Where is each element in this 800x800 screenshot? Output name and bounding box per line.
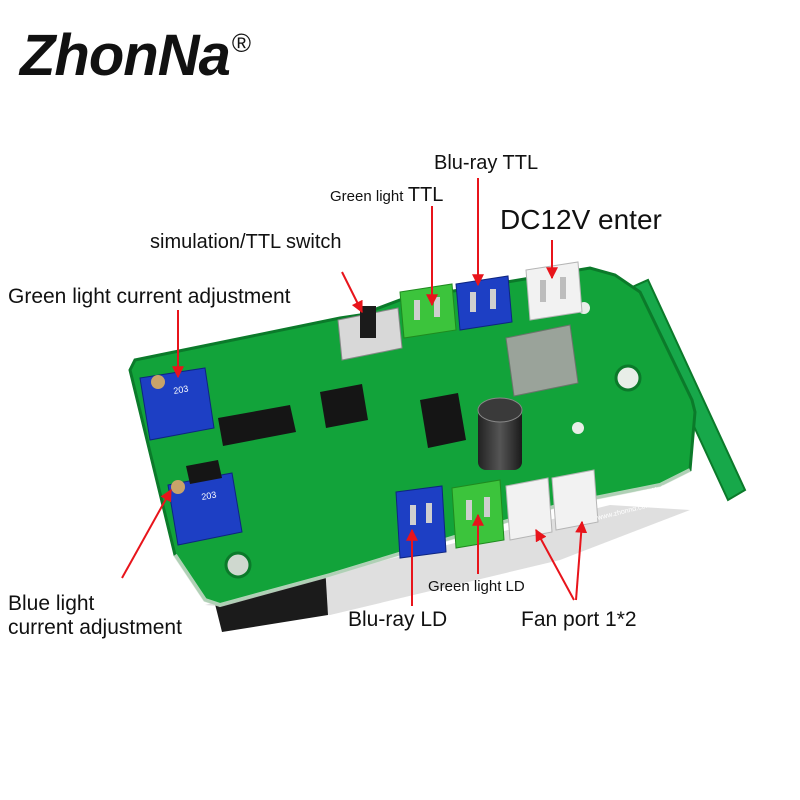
heatsink-pad <box>505 324 579 397</box>
ic-u14 <box>218 405 296 446</box>
blue-current-pot <box>167 472 243 546</box>
pot-code-bottom: 203 <box>201 490 218 502</box>
electrolytic-capacitor <box>477 397 523 470</box>
label-dc12v: DC12V enter <box>500 204 662 235</box>
brand-name: ZhonNa <box>20 23 231 88</box>
mount-hole <box>572 422 584 434</box>
pcb-edge <box>173 468 691 608</box>
fan-port-2 <box>551 469 599 531</box>
green-current-pot <box>139 367 215 441</box>
ic-u17 <box>320 384 368 428</box>
label-green-ttl-big: TTL <box>407 184 444 206</box>
label-fan-port: Fan port 1*2 <box>521 608 637 631</box>
pot-code-top: 203 <box>173 384 190 396</box>
mode-switch <box>337 306 403 361</box>
blu-ray-ttl-connector <box>455 275 513 331</box>
arrow-fan-2 <box>575 520 588 601</box>
blu-ray-ld-connector <box>395 485 447 559</box>
label-green-ttl-small: Green light <box>330 188 404 205</box>
registered-mark: ® <box>231 28 251 58</box>
label-blu-ray-ld: Blu-ray LD <box>348 608 448 631</box>
ic-regulator <box>420 393 466 448</box>
arrow-switch <box>341 271 363 314</box>
brand-logo: ZhonNa® <box>20 22 251 89</box>
ic-small <box>186 460 222 484</box>
green-ttl-connector <box>399 283 457 339</box>
label-blue-current-2: current adjustment <box>8 616 182 639</box>
arrow-blue-current <box>121 488 172 579</box>
label-blue-current-1: Blue light <box>8 592 95 615</box>
label-green-ld: Green light LD <box>428 578 525 595</box>
label-blu-ray-ttl: Blu-ray TTL <box>434 152 539 174</box>
arrow-fan-1 <box>535 528 575 601</box>
label-green-current: Green light current adjustment <box>8 285 291 308</box>
dc12v-connector <box>525 261 583 321</box>
label-switch: simulation/TTL switch <box>150 231 342 253</box>
fan-port-1 <box>505 477 553 541</box>
label-green-ttl: Green light TTL <box>330 184 443 207</box>
mount-hole <box>614 364 642 392</box>
mount-hole <box>224 551 252 579</box>
